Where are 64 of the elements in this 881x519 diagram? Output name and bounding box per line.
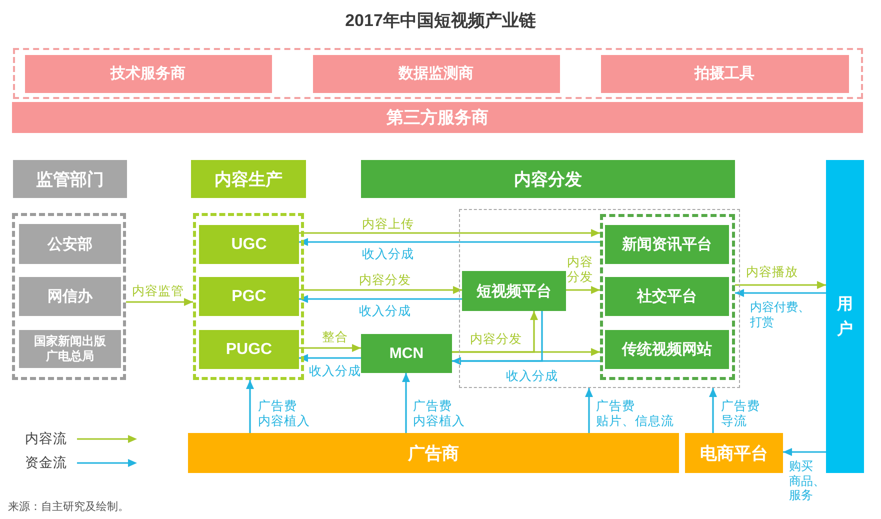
process-box: 拍摄工具 bbox=[600, 54, 848, 92]
band: 第三方服务商 bbox=[12, 102, 863, 133]
process-box: 社交平台 bbox=[605, 277, 729, 316]
edge-label: 广告费贴片、信息流 bbox=[596, 399, 674, 428]
process-box: 国家新闻出版广电总局 bbox=[19, 330, 121, 368]
process-box: 传统视频网站 bbox=[605, 330, 729, 369]
process-box: 广告商 bbox=[188, 433, 679, 473]
edge-label: 内容上传 bbox=[362, 217, 414, 232]
process-box: 短视频平台 bbox=[462, 271, 566, 311]
header-bar: 监管部门 bbox=[13, 160, 127, 198]
dashed-frame bbox=[600, 214, 735, 380]
arrow bbox=[299, 229, 600, 237]
process-box: MCN bbox=[361, 334, 452, 373]
legend-label: 资金流 bbox=[25, 455, 67, 471]
edge-label: 内容付费、打赏 bbox=[750, 300, 810, 329]
edge-label: 收入分成 bbox=[309, 364, 361, 378]
process-box: 网信办 bbox=[19, 277, 121, 316]
arrow bbox=[585, 388, 593, 433]
edge-label: 广告费内容植入 bbox=[258, 399, 310, 428]
process-box: UGC bbox=[199, 225, 299, 264]
arrow bbox=[246, 380, 254, 433]
arrow bbox=[783, 448, 826, 456]
arrow bbox=[299, 286, 462, 294]
edge-label: 购买商品、服务 bbox=[789, 459, 825, 502]
edge-label: 内容播放 bbox=[746, 265, 798, 280]
arrow bbox=[452, 311, 538, 353]
arrow bbox=[735, 281, 826, 289]
arrow bbox=[126, 298, 193, 306]
header-bar: 内容生产 bbox=[191, 160, 306, 198]
dashed-frame bbox=[13, 48, 863, 99]
process-box: PGC bbox=[199, 277, 299, 316]
legend-label: 内容流 bbox=[25, 431, 67, 447]
edge-label: 整合 bbox=[322, 330, 348, 344]
process-box: 技术服务商 bbox=[24, 54, 272, 92]
edge-label: 广告费导流 bbox=[721, 399, 760, 428]
process-box: 新闻资讯平台 bbox=[605, 225, 729, 264]
arrow bbox=[709, 388, 717, 433]
vertical-bar: 用户 bbox=[826, 160, 864, 473]
arrow bbox=[299, 295, 462, 303]
edge-label: 收入分成 bbox=[359, 304, 411, 318]
arrow bbox=[566, 286, 600, 294]
edge-label: 内容分发 bbox=[567, 255, 593, 284]
source-note: 来源：自主研究及绘制。 bbox=[8, 500, 129, 514]
arrow bbox=[299, 354, 361, 362]
arrow bbox=[735, 289, 826, 297]
arrow bbox=[402, 373, 410, 433]
dashed-frame bbox=[459, 209, 740, 388]
edge-label: 内容监管 bbox=[132, 284, 184, 298]
process-box: 数据监测商 bbox=[312, 54, 560, 92]
arrow bbox=[299, 344, 361, 352]
process-box: PUGC bbox=[199, 330, 299, 369]
process-box: 电商平台 bbox=[685, 433, 783, 473]
dashed-frame bbox=[193, 213, 304, 380]
edge-label: 内容分发 bbox=[470, 332, 522, 346]
dashed-frame bbox=[12, 213, 126, 380]
title: 2017年中国短视频产业链 bbox=[344, 10, 537, 32]
edge-label: 内容分发 bbox=[359, 273, 411, 288]
arrow bbox=[452, 311, 543, 365]
arrow bbox=[299, 238, 600, 246]
edge-label: 广告费内容植入 bbox=[413, 399, 465, 428]
edge-label: 收入分成 bbox=[362, 247, 414, 262]
header-bar: 内容分发 bbox=[361, 160, 735, 198]
edge-label: 收入分成 bbox=[506, 369, 558, 384]
process-box: 公安部 bbox=[19, 224, 121, 264]
